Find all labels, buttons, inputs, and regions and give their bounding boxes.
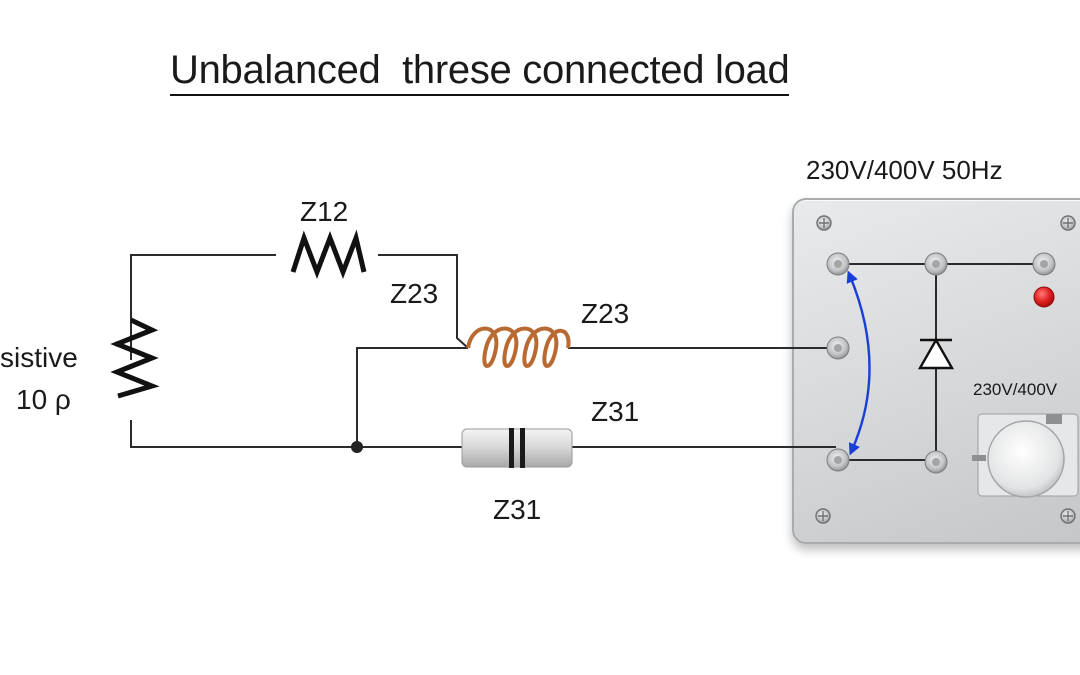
label-z12: Z12	[300, 196, 349, 227]
label-z23-right: Z23	[581, 298, 630, 329]
resistor-load	[110, 317, 160, 399]
supply-label: 230V/400V 50Hz	[806, 155, 1003, 185]
label-resistive-value: 10 ρ	[16, 384, 71, 415]
meter-knob	[972, 413, 1079, 498]
label-z23-left: Z23	[390, 278, 439, 309]
capacitor-z31	[461, 428, 573, 468]
meter-label: 230V/400V	[973, 380, 1058, 399]
resistor-z12	[290, 229, 367, 280]
indicator-light	[1033, 286, 1055, 308]
panel-screws	[815, 215, 1076, 524]
junction-node	[351, 441, 363, 453]
page-title: Unbalanced threse connected load	[170, 46, 790, 96]
label-resistive: sistive	[0, 342, 78, 373]
label-z31-lower: Z31	[493, 494, 542, 525]
wire-network	[130, 254, 836, 448]
panel-terminals	[826, 252, 1056, 474]
label-z31-upper: Z31	[591, 396, 640, 427]
diode-symbol	[917, 337, 955, 370]
voltage-arc	[846, 270, 871, 456]
inductor-z23	[466, 326, 571, 368]
